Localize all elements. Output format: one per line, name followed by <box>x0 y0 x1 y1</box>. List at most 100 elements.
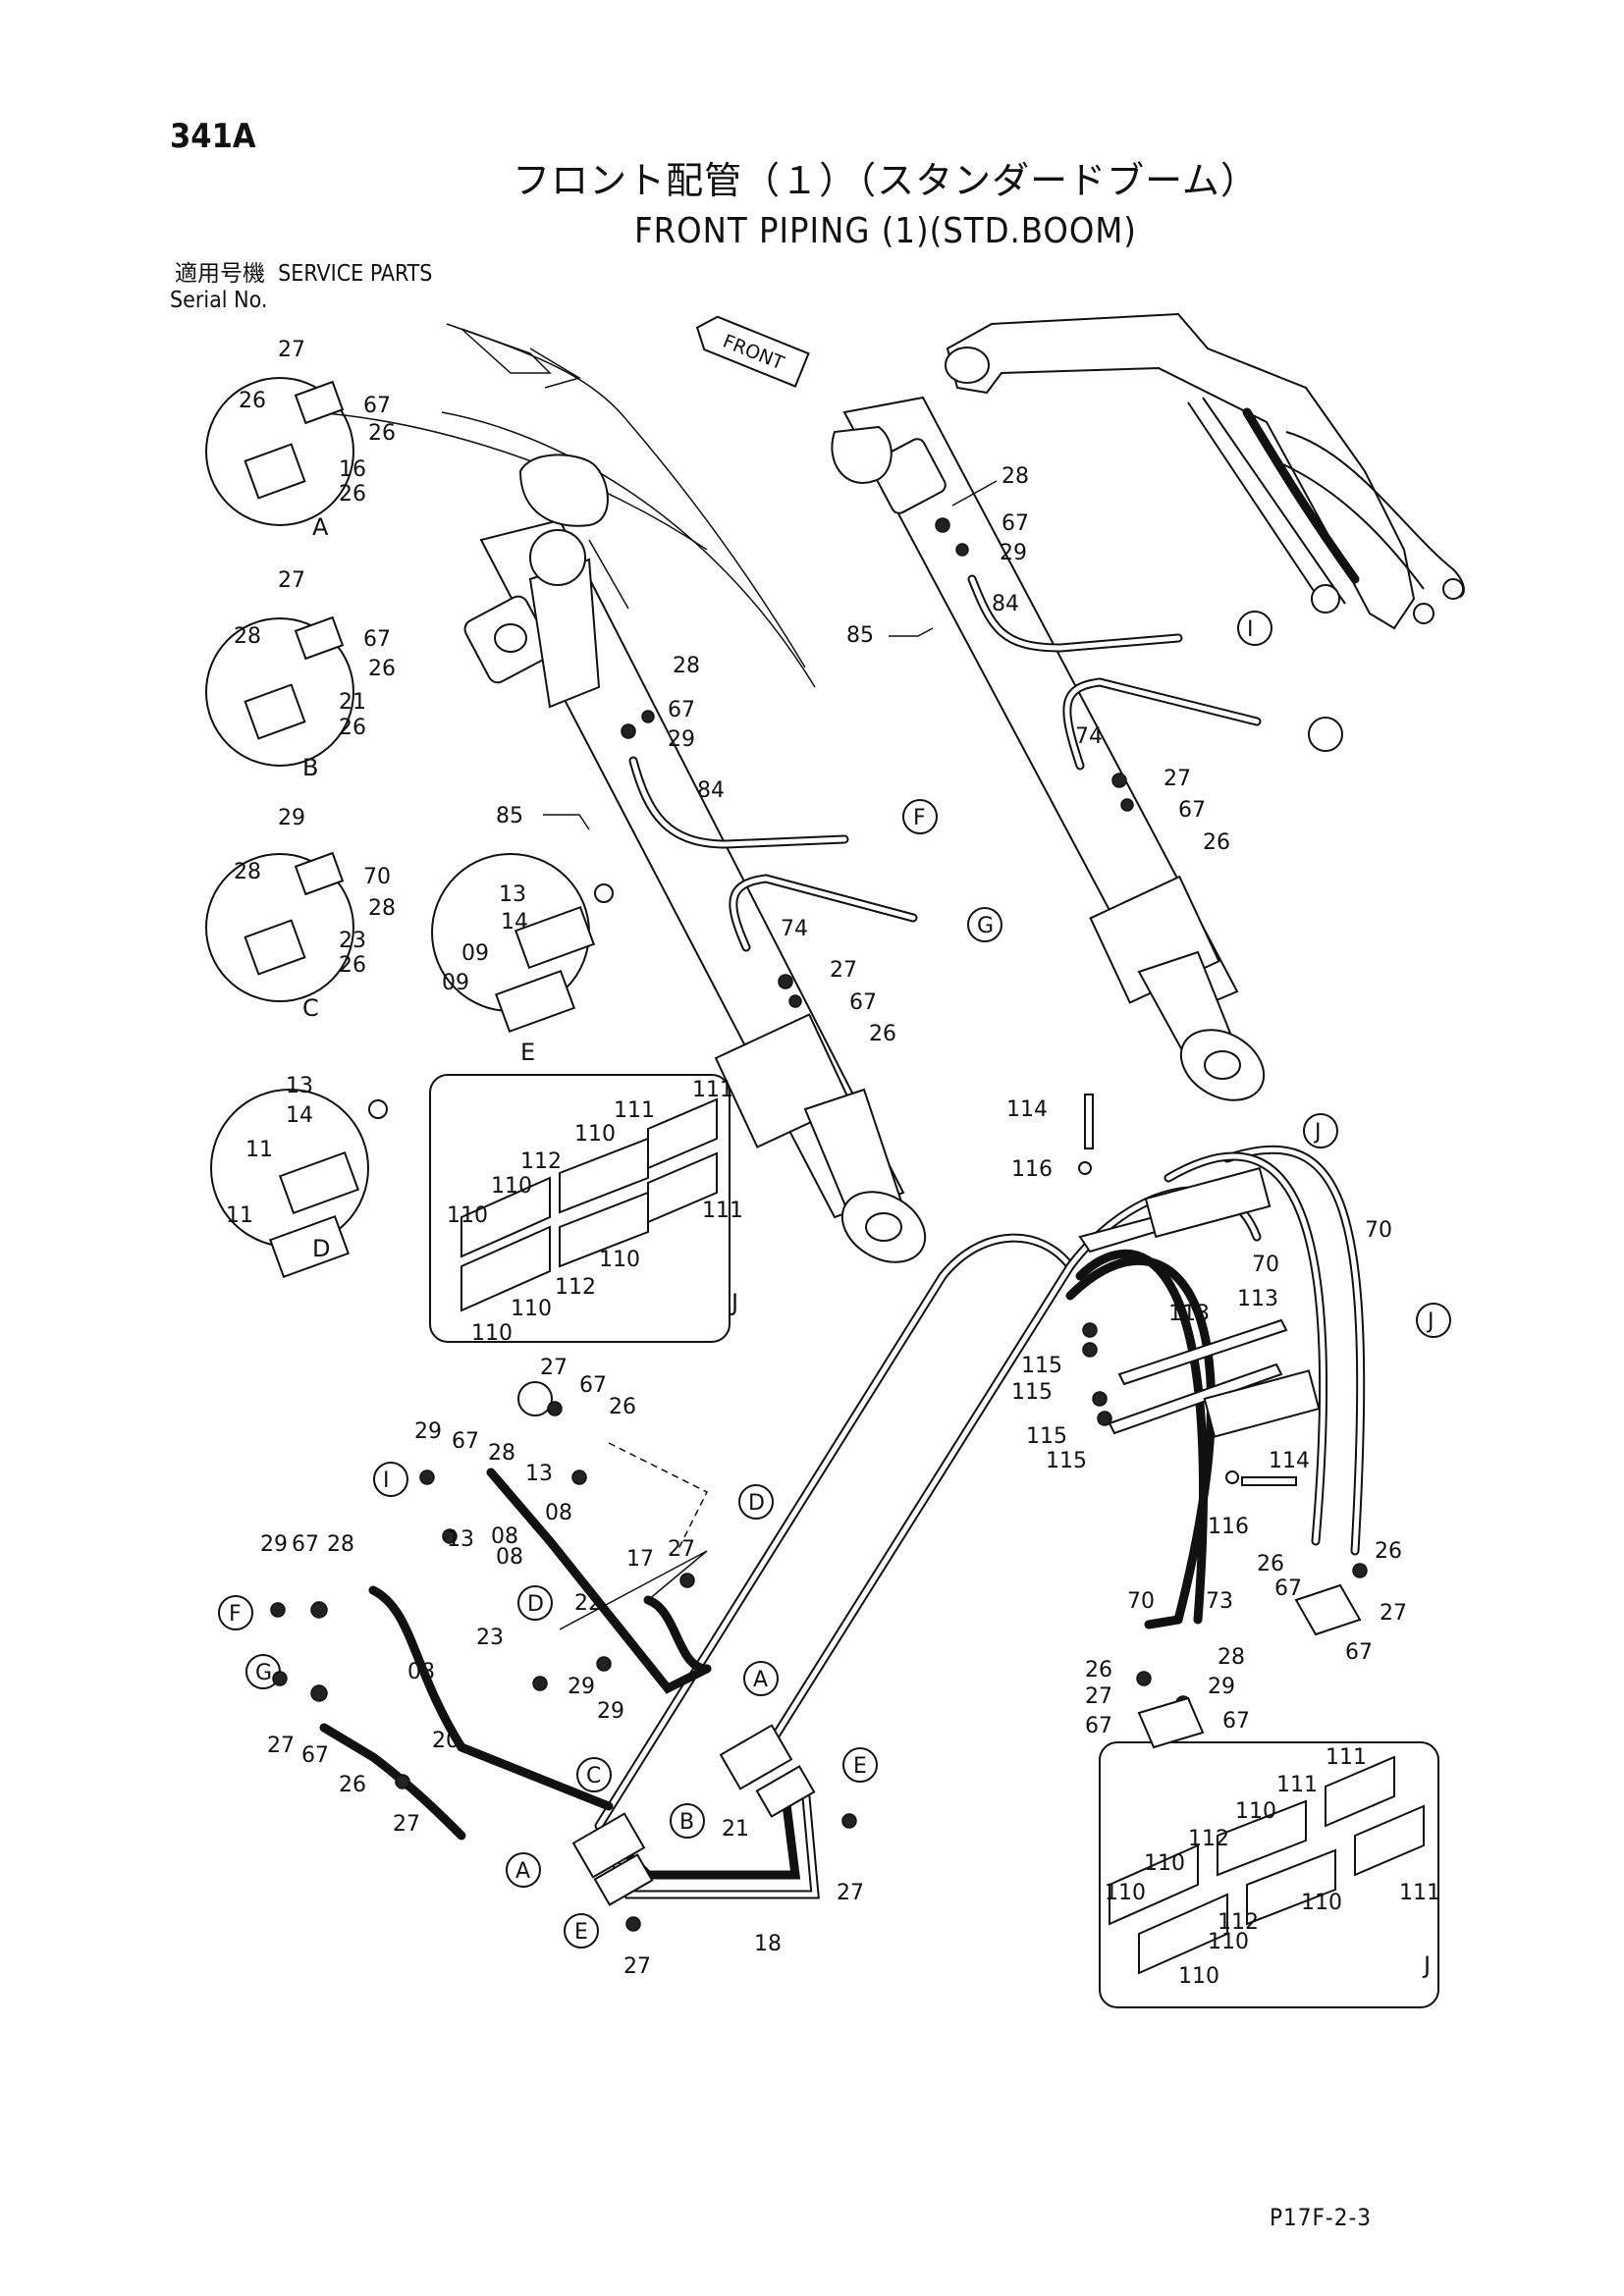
svg-text:F: F <box>229 1602 242 1627</box>
detail-j-upper-part-6: 110 <box>447 1203 488 1228</box>
detail-e-part-4: 09 <box>442 971 469 995</box>
detail-e-label: E <box>520 1039 535 1066</box>
callout-26-right: 26 <box>1203 830 1230 855</box>
connector-g-low: G <box>245 1654 281 1689</box>
callout-27-bottom: 27 <box>623 1954 651 1979</box>
callout-26-j1: 26 <box>1257 1552 1284 1576</box>
detail-b-part-6: 26 <box>339 716 366 740</box>
svg-text:G: G <box>977 914 994 938</box>
svg-text:D: D <box>748 1491 765 1516</box>
callout-74: 73 <box>1206 1589 1233 1614</box>
detail-c-part-5: 23 <box>339 929 366 953</box>
callout-27-j: 27 <box>1380 1601 1407 1626</box>
connector-h-low: I <box>373 1462 408 1497</box>
connector-e-right: E <box>842 1747 878 1783</box>
callout-85-right: 84 <box>992 592 1019 616</box>
applicable-serial-label: 適用号機 SERVICE PARTS <box>175 263 432 286</box>
detail-j-upper-part-3: 110 <box>574 1122 616 1147</box>
detail-box-j-lower: 111 111 110 112 110 110 111 110 110 112 … <box>1099 1741 1440 2008</box>
callout-67-j2: 67 <box>1345 1640 1373 1665</box>
callout-114-top: 114 <box>1006 1097 1048 1122</box>
callout-29-m: 29 <box>568 1675 595 1699</box>
svg-text:J: J <box>1426 1309 1435 1334</box>
svg-text:A: A <box>753 1668 768 1692</box>
detail-e-part-1: 13 <box>499 882 526 907</box>
callout-115-d: 115 <box>1046 1449 1087 1473</box>
detail-j-lower-part-1: 111 <box>1326 1745 1367 1770</box>
detail-e-part-2: 14 <box>501 910 528 934</box>
svg-text:I: I <box>1247 617 1254 642</box>
svg-text:F: F <box>913 806 926 830</box>
detail-j-upper-label: J <box>730 1289 738 1316</box>
connector-c-mid: C <box>576 1757 612 1792</box>
callout-29-right: 29 <box>1000 541 1027 565</box>
connector-j-mid: J <box>1416 1303 1451 1338</box>
connector-f-low: F <box>218 1595 253 1630</box>
callout-26-j3: 26 <box>1085 1658 1112 1682</box>
callout-73-a: 70 <box>1365 1218 1392 1243</box>
detail-circle-b: B 27 67 28 26 21 26 <box>205 568 396 781</box>
callout-28-j: 28 <box>1218 1645 1245 1670</box>
connector-a-right: A <box>743 1661 779 1696</box>
callout-28-left: 28 <box>673 654 700 678</box>
detail-j-upper-part-2: 111 <box>614 1098 655 1123</box>
connector-i-top: GI <box>1308 717 1343 752</box>
callout-26-g: 26 <box>339 1773 366 1797</box>
detail-b-part-3: 28 <box>234 624 261 649</box>
callout-08-c: 08 <box>491 1524 518 1549</box>
detail-a-part-5: 16 <box>339 457 366 482</box>
callout-17: 18 <box>754 1932 782 1956</box>
svg-text:A: A <box>515 1859 530 1884</box>
detail-j-lower-part-9: 110 <box>1208 1930 1249 1954</box>
detail-j-upper-part-1: 111 <box>692 1078 733 1102</box>
callout-67-g: 67 <box>301 1743 329 1768</box>
small-fittings <box>270 517 1368 1932</box>
connector-a-low: A <box>506 1852 541 1888</box>
svg-text:E: E <box>853 1754 867 1779</box>
svg-text:D: D <box>527 1592 544 1617</box>
service-parts-label: SERVICE PARTS <box>278 261 433 287</box>
callout-26-j2: 26 <box>1375 1539 1402 1564</box>
detail-b-part-1: 27 <box>278 568 305 593</box>
callout-18: 20 <box>432 1729 460 1753</box>
detail-j-lower-part-4: 112 <box>1188 1827 1229 1851</box>
detail-circle-d: D 13 14 11 11 <box>210 1074 388 1279</box>
detail-j-lower-label: J <box>1422 1951 1431 1979</box>
callout-15: 17 <box>626 1547 654 1572</box>
serial-no-label: Serial No. <box>170 288 268 313</box>
callout-24: 23 <box>476 1626 504 1650</box>
callout-85-left: 84 <box>697 778 725 803</box>
detail-j-lower-part-3: 110 <box>1235 1799 1276 1824</box>
svg-text:C: C <box>586 1764 601 1789</box>
excavator-thumbnail <box>945 312 1465 630</box>
callout-27-g: 27 <box>267 1734 295 1758</box>
callout-67-right-b: 67 <box>1178 798 1206 823</box>
detail-c-part-1: 29 <box>278 806 305 830</box>
callout-100-left: 85 <box>496 804 523 828</box>
connector-g-mid: G <box>967 907 1002 942</box>
cylinder-hoses <box>628 574 1262 952</box>
connector-i-low: I <box>517 1381 553 1416</box>
lower-left-plumbing <box>319 1442 820 1906</box>
detail-d-part-3: 11 <box>245 1138 273 1162</box>
detail-j-lower-part-10: 112 <box>1218 1910 1259 1935</box>
callout-08-b: 08 <box>496 1545 523 1570</box>
boom-outline <box>313 323 816 688</box>
applicable-label: 適用号機 <box>175 261 265 287</box>
callout-20: 22 <box>574 1591 602 1616</box>
connector-b-mid: B <box>670 1803 705 1839</box>
detail-circle-a: A 27 67 26 26 16 26 <box>205 338 396 541</box>
callout-114-low: 114 <box>1269 1449 1310 1473</box>
front-arrow: FRONT <box>695 315 810 388</box>
svg-text:E: E <box>574 1920 588 1945</box>
connector-h-top: I <box>1237 611 1272 646</box>
callout-22: 21 <box>722 1817 749 1842</box>
detail-j-upper-part-9: 110 <box>511 1297 552 1321</box>
page-code: P17F-2-3 <box>1270 2204 1372 2231</box>
callout-67-j1: 67 <box>1274 1576 1302 1601</box>
callout-113-b: 113 <box>1237 1287 1278 1311</box>
detail-a-part-3: 26 <box>239 389 266 413</box>
callout-113-a: 113 <box>1168 1302 1210 1326</box>
detail-j-upper-part-7: 111 <box>702 1199 743 1223</box>
callout-26-left: 26 <box>869 1022 896 1046</box>
